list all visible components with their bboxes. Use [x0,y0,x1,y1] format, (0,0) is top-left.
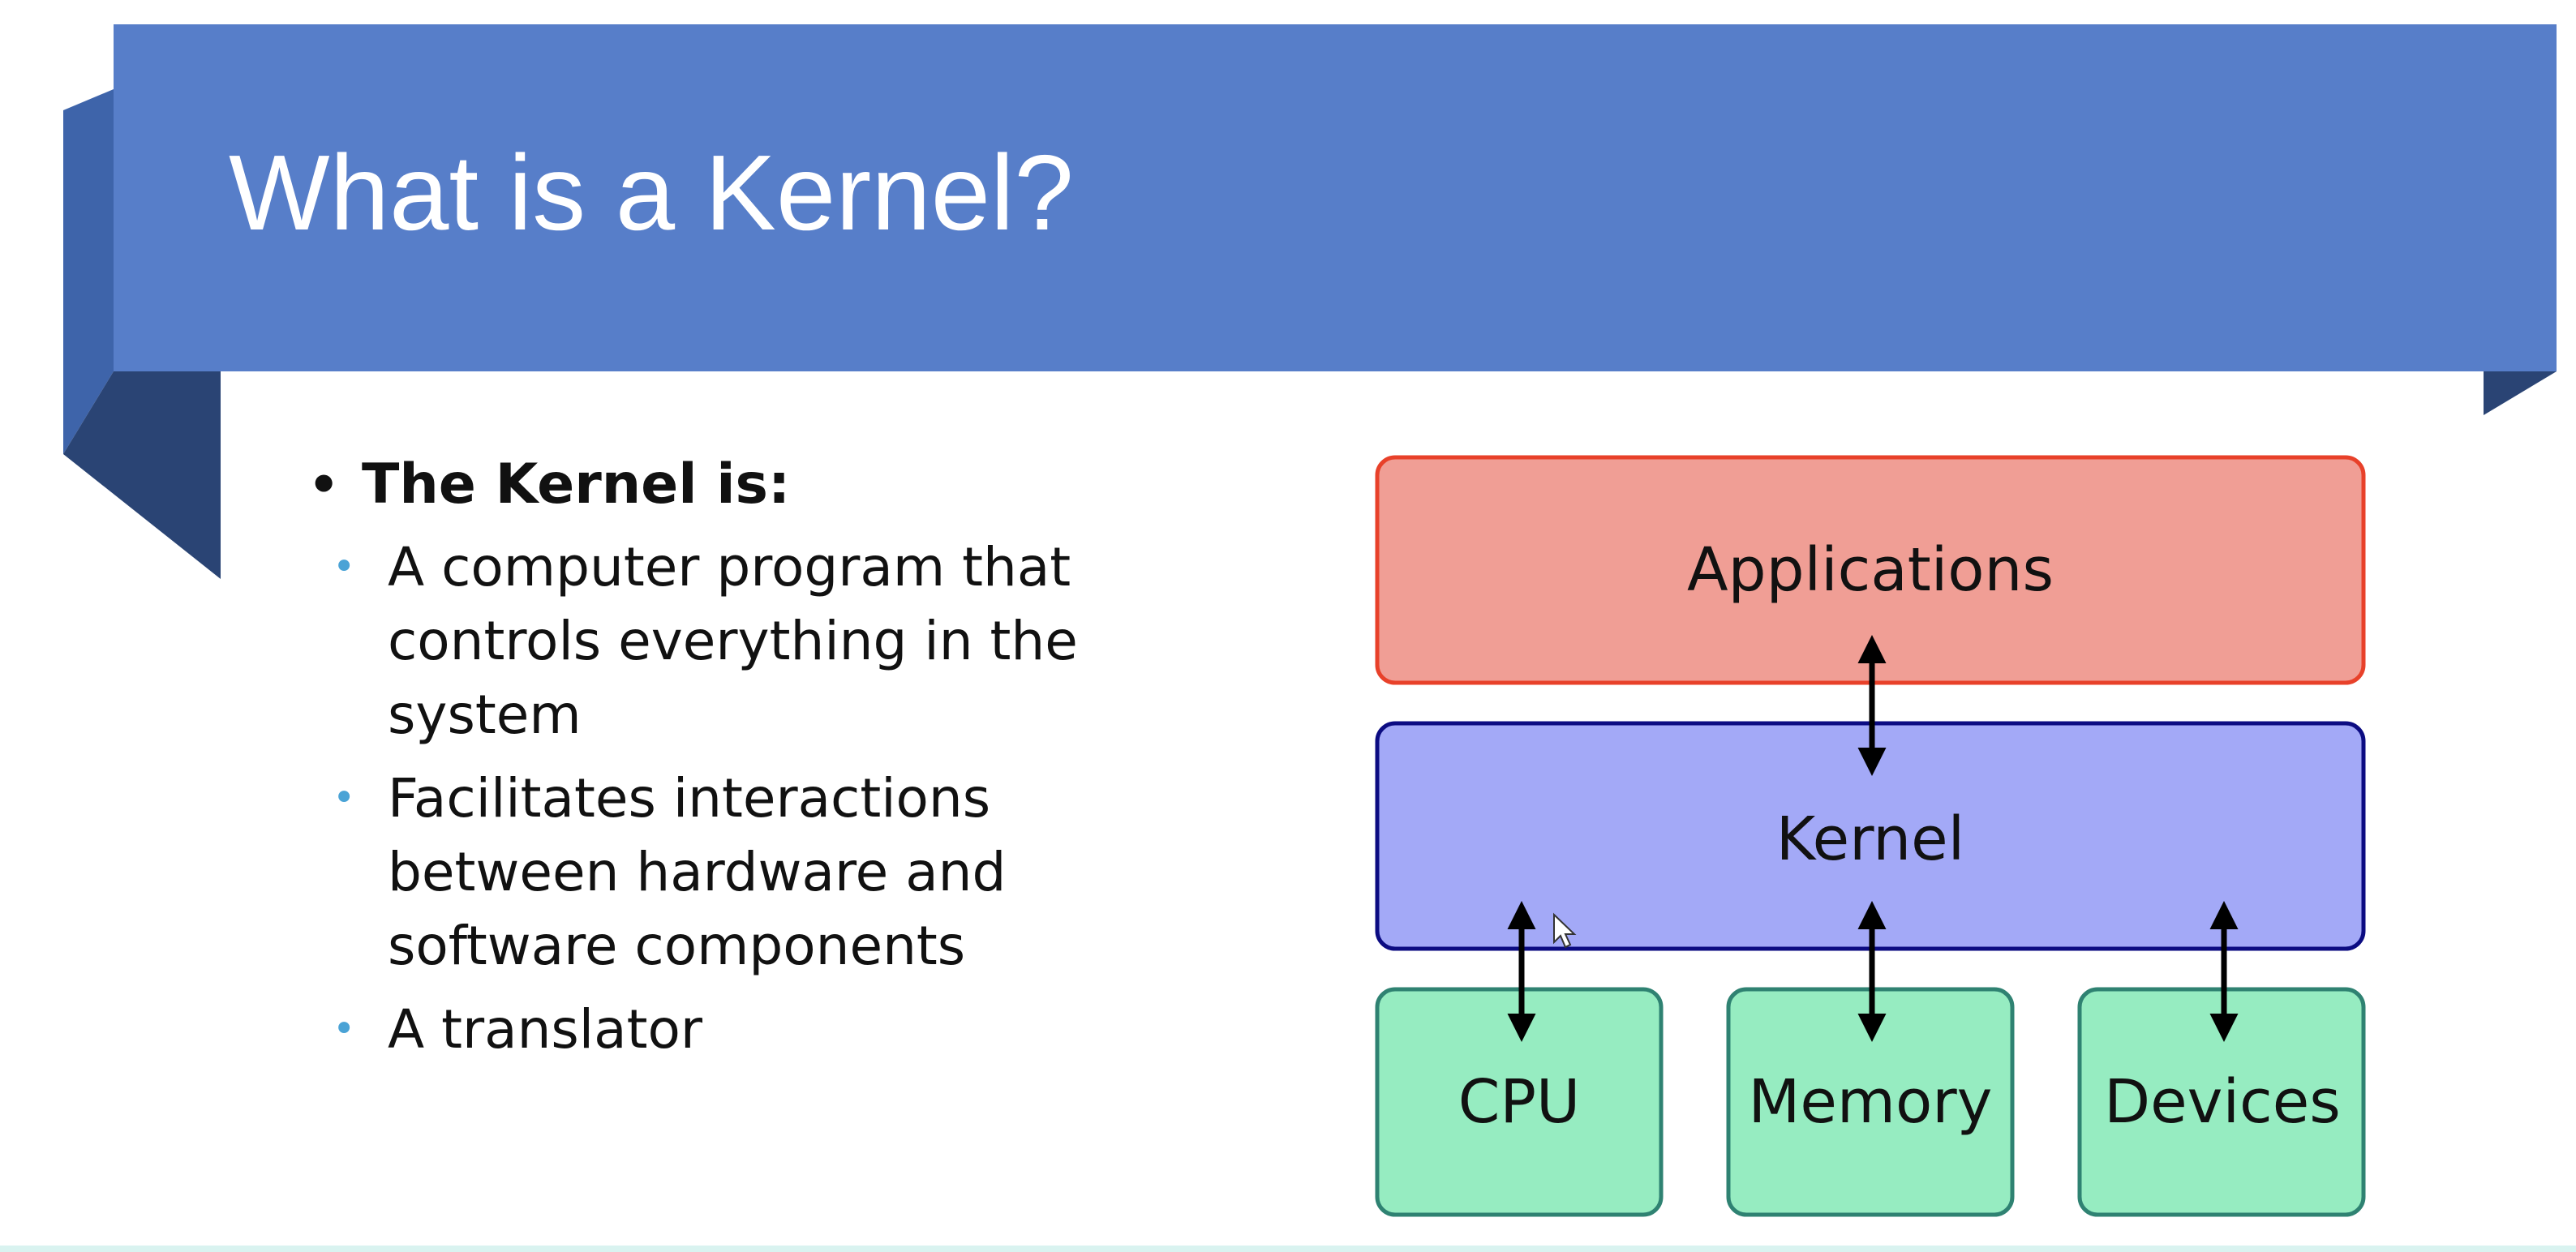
sub-bullet-item: • A translator [308,993,1118,1066]
sub-bullet-dot-icon: • [333,775,356,821]
memory-label: Memory [1749,1067,1993,1137]
sub-bullet-dot-icon: • [333,544,356,590]
mouse-cursor-icon [1553,912,1577,949]
sub-bullet-list: • A computer program that controls every… [308,530,1200,1066]
applications-label: Applications [1687,535,2054,605]
cpu-label: CPU [1458,1067,1580,1137]
kernel-label: Kernel [1776,804,1964,874]
sub-bullet-text: A computer program that controls everyth… [388,536,1078,746]
sub-bullet-text: Facilitates interactions between hardwar… [388,767,1007,977]
title-banner [114,24,2557,371]
bullet-heading: • The Kernel is: [308,446,1200,524]
sub-bullet-item: • A computer program that controls every… [308,530,1118,752]
devices-label: Devices [2104,1067,2341,1137]
sub-bullet-item: • Facilitates interactions between hardw… [308,761,1118,983]
slide-title: What is a Kernel? [229,133,1074,252]
sub-bullet-dot-icon: • [333,1006,356,1052]
bottom-accent-line [0,1246,2576,1252]
bullet-list: • The Kernel is: • A computer program th… [308,446,1200,1076]
sub-bullet-text: A translator [388,998,702,1061]
bullet-dot-icon: • [308,457,340,513]
bullet-heading-text: The Kernel is: [362,452,791,517]
